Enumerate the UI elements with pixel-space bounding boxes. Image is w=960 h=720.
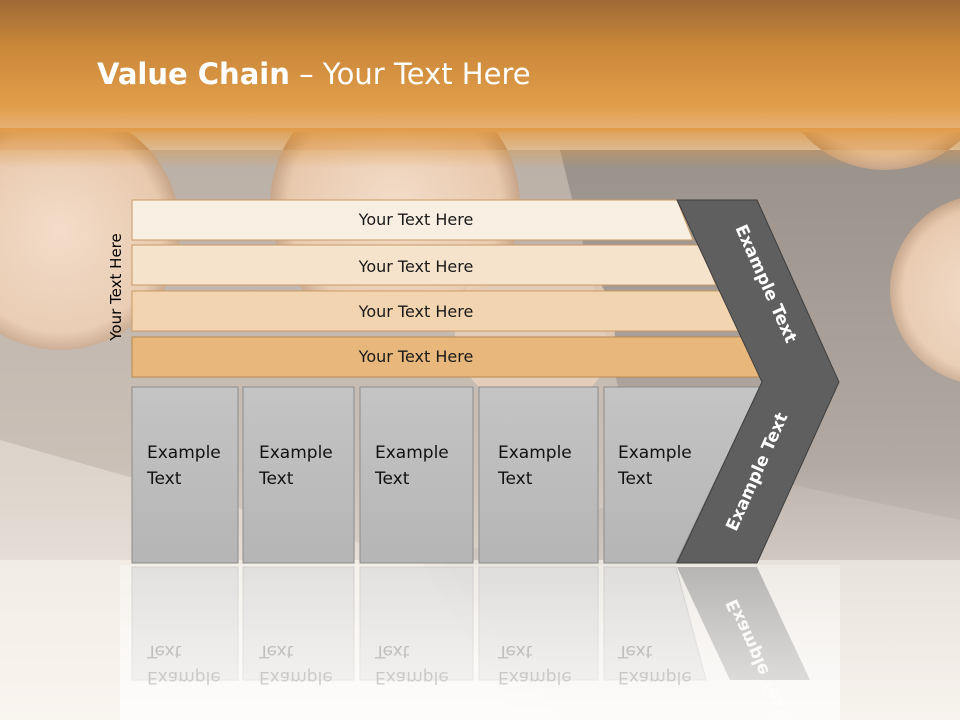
band-4: Your Text Here [131,336,764,378]
band-2-shape [131,244,717,286]
title-rest: – Your Text Here [290,57,531,91]
column-5-line2: Text [617,469,653,489]
header-band [0,0,960,168]
band-2: Your Text Here [131,244,717,286]
band-2-label: Your Text Here [358,257,474,276]
column-1-label: Example Text [146,443,226,489]
band-3-label: Your Text Here [358,302,474,321]
column-4: Example Text [478,386,599,564]
reflection-fade [120,565,840,720]
column-3-label: Example Text [374,443,454,489]
band-1-label: Your Text Here [358,210,474,229]
column-4-label: Example Text [497,443,577,489]
column-1: Example Text [131,386,239,564]
band-3: Your Text Here [131,290,740,332]
column-2-line2: Text [258,469,294,489]
column-5: Example Text [603,386,761,564]
band-1-shape [131,199,694,241]
chevron-shape [676,199,840,564]
band-1: Your Text Here [131,199,694,241]
column-5-box [603,386,761,564]
column-1-box [131,386,239,564]
column-5-line1: Example [618,443,692,463]
column-4-line2: Text [497,469,533,489]
band-stack: Your Text Here Your Text Here Your Text … [131,199,764,378]
column-2: Example Text [242,386,355,564]
side-label: Your Text Here [107,233,125,341]
column-1-line2: Text [146,469,182,489]
column-5-label: Example Text [617,443,697,489]
column-2-box [242,386,355,564]
column-row: Example Text Example Text Example Text E… [131,386,761,564]
column-4-box [478,386,599,564]
title-bold: Value Chain [97,57,290,91]
column-3-box [359,386,474,564]
column-3-line2: Text [374,469,410,489]
column-3-line1: Example [375,443,449,463]
column-3: Example Text [359,386,474,564]
column-4-line1: Example [498,443,572,463]
slide-title: Value Chain – Your Text Here [97,57,531,91]
band-4-label: Your Text Here [358,347,474,366]
column-2-label: Example Text [258,443,338,489]
column-2-line1: Example [259,443,333,463]
column-1-line1: Example [147,443,221,463]
